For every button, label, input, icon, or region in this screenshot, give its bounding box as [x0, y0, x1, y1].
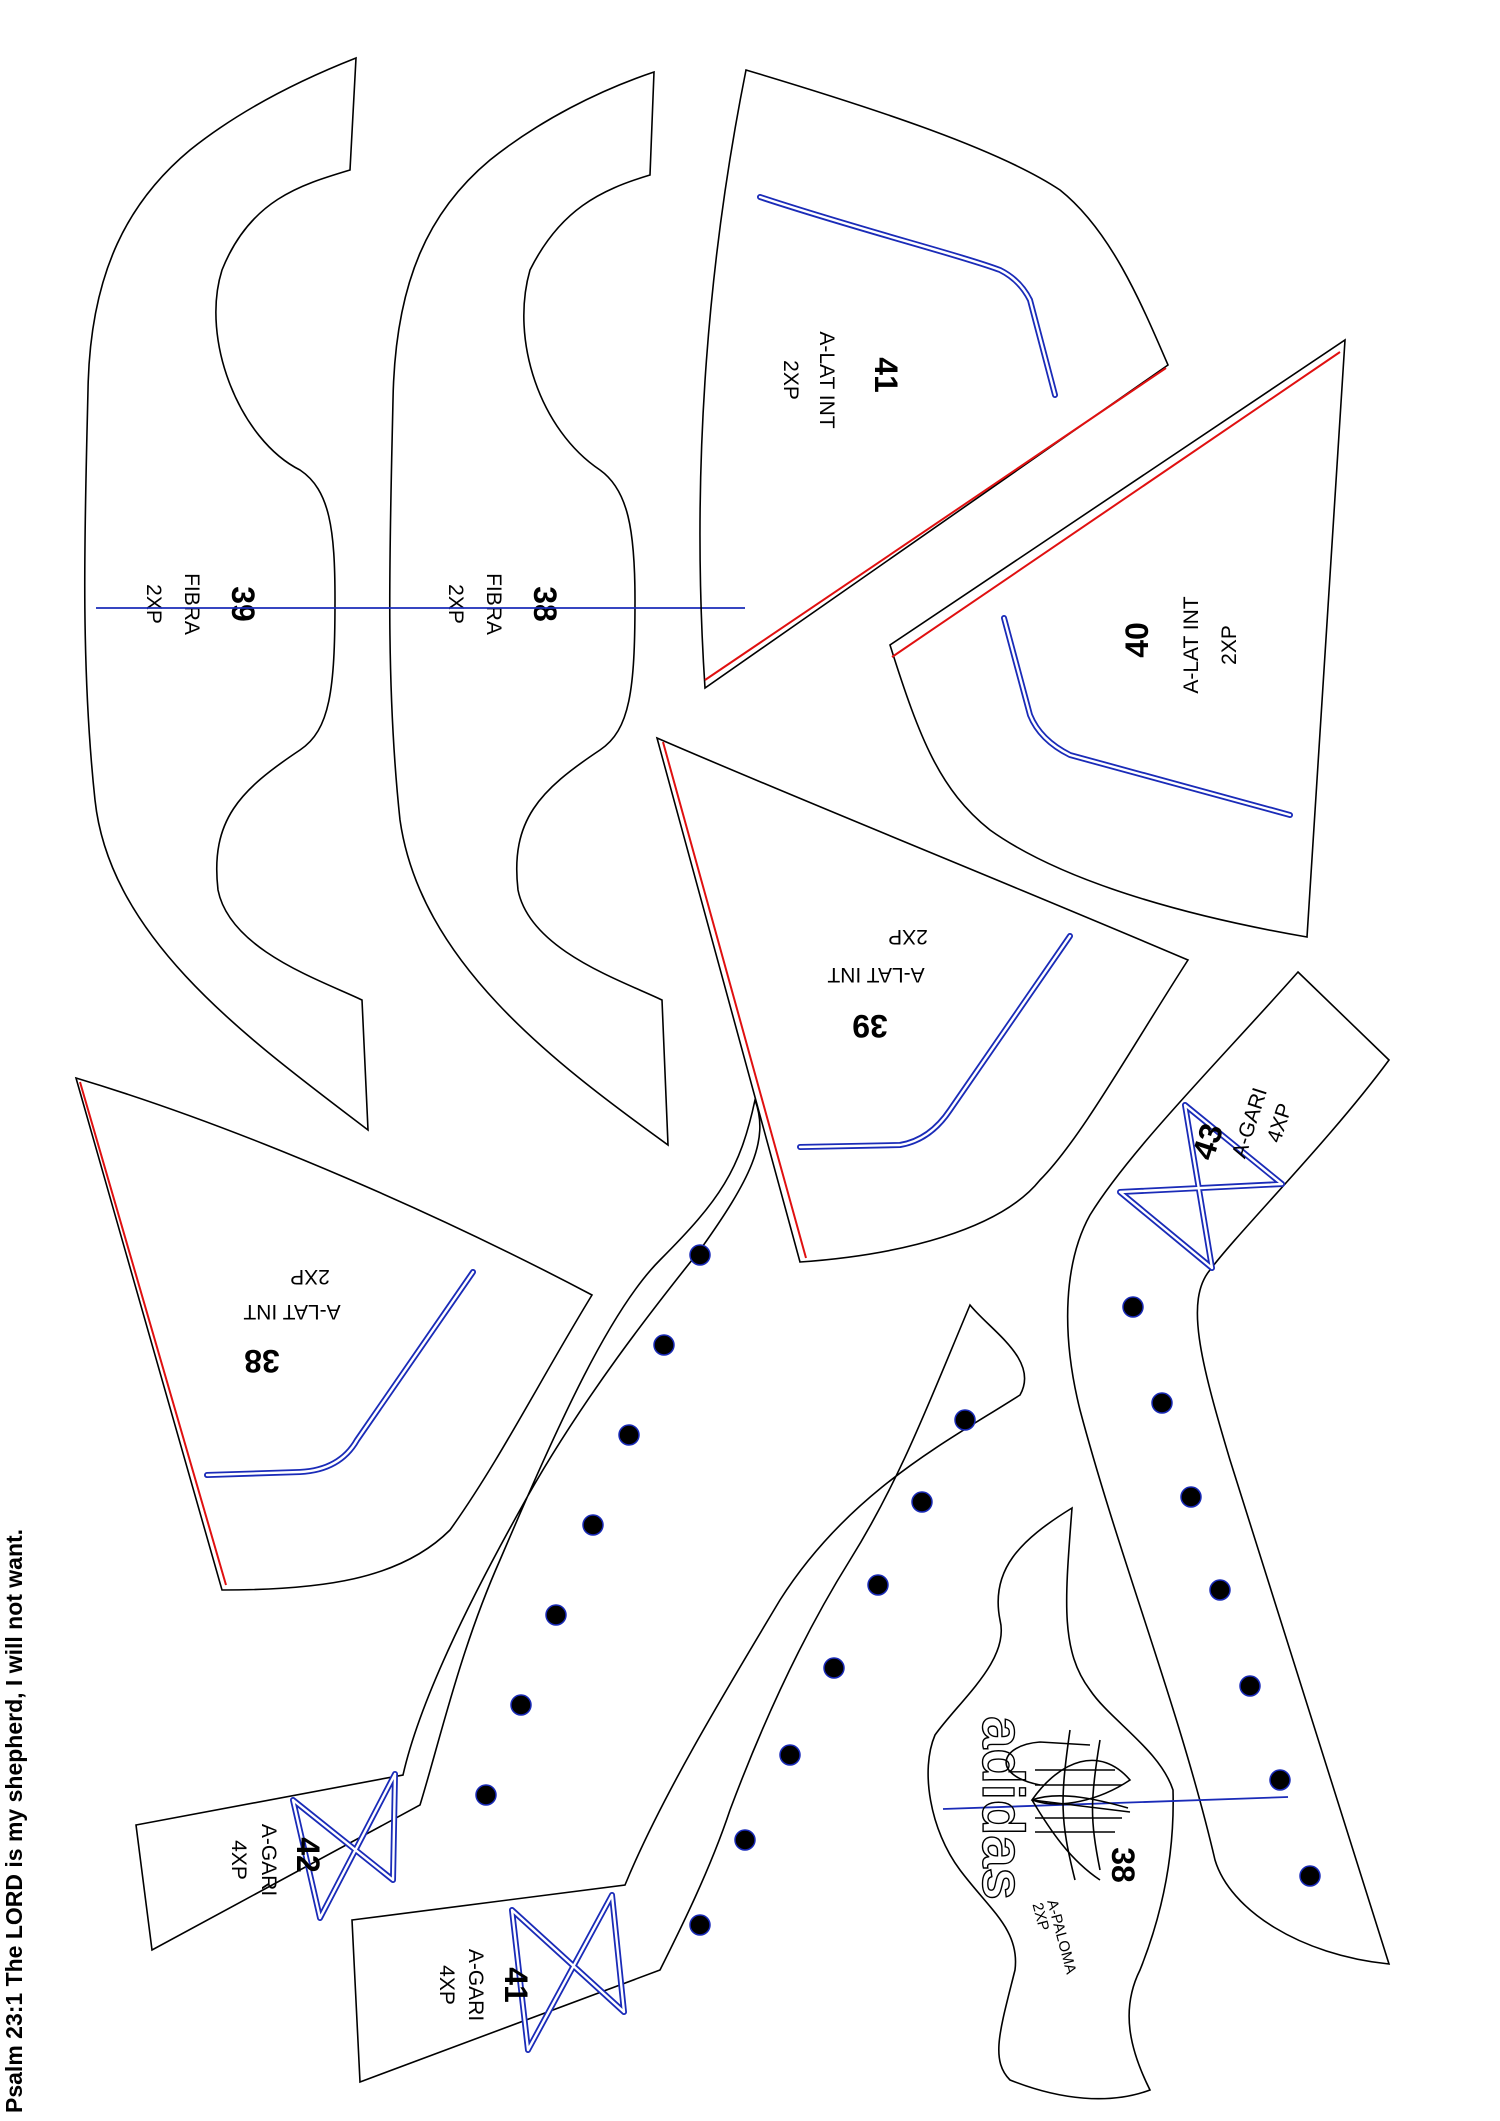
agari-43-name: A-GARI — [1228, 1085, 1272, 1161]
agari-41-name: A-GARI — [464, 1949, 487, 2021]
piece-agari-42: 42 A-GARI 4XP — [135, 1097, 761, 1952]
piece-fibra-39: 39 FIBRA 2XP — [83, 56, 369, 1132]
fibra-38-name: FIBRA — [482, 573, 505, 635]
agari-43-holes — [1122, 1296, 1321, 1887]
alat-40-number: 40 — [1119, 622, 1155, 658]
lace-hole — [823, 1657, 845, 1679]
lace-hole — [1269, 1769, 1291, 1791]
adidas-logo-text: adidas — [970, 1716, 1035, 1900]
alat-41-qty: 2XP — [779, 360, 802, 400]
alat-38-number: 38 — [244, 1343, 280, 1379]
apaloma-center-line — [942, 1796, 1289, 1810]
apaloma-38-qty: 2XP — [1028, 1901, 1052, 1933]
agari-41-qty: 4XP — [435, 1965, 458, 2005]
alat-41-red-edge — [704, 367, 1167, 681]
lace-hole — [689, 1914, 711, 1936]
lace-hole — [779, 1744, 801, 1766]
alat-39-name: A-LAT INT — [827, 963, 924, 986]
piece-agari-43: 43 A-GARI 4XP — [1066, 970, 1391, 1965]
lace-hole — [653, 1334, 675, 1356]
lace-hole — [475, 1784, 497, 1806]
lace-hole — [1239, 1675, 1261, 1697]
alat-40-red-edge — [891, 351, 1341, 658]
fibra-38-qty: 2XP — [444, 584, 467, 624]
fibra-38-number: 38 — [527, 586, 563, 622]
psalm-verse: Psalm 23:1 The LORD is my shepherd, I wi… — [1, 1529, 27, 2113]
lace-hole — [1209, 1579, 1231, 1601]
piece-alat-41: 41 A-LAT INT 2XP — [699, 68, 1169, 690]
alat-41-name: A-LAT INT — [815, 331, 838, 428]
piece-fibra-38: 38 FIBRA 2XP — [388, 70, 669, 1147]
lace-hole — [867, 1574, 889, 1596]
agari-42-qty: 4XP — [227, 1840, 250, 1880]
trefoil-logo-icon — [1005, 1729, 1132, 1881]
agari-42-holes — [475, 1244, 711, 1806]
agari-41-number: 41 — [498, 1967, 534, 2003]
lace-hole — [734, 1829, 756, 1851]
fibra-39-number: 39 — [225, 586, 261, 622]
alat-38-red-edge — [79, 1081, 227, 1586]
fibra-39-qty: 2XP — [142, 584, 165, 624]
lace-hole — [545, 1604, 567, 1626]
lace-hole — [911, 1491, 933, 1513]
alat-39-number: 39 — [852, 1008, 888, 1044]
alat-41-number: 41 — [868, 357, 904, 393]
alat-41-stitch — [757, 194, 1058, 398]
alat-38-qty: 2XP — [290, 1265, 330, 1288]
lace-hole — [1151, 1392, 1173, 1414]
alat-38-name: A-LAT INT — [243, 1300, 340, 1323]
agari-41-holes — [689, 1409, 976, 1936]
lace-hole — [689, 1244, 711, 1266]
piece-alat-40: 40 A-LAT INT 2XP — [889, 338, 1346, 938]
agari-42-name: A-GARI — [257, 1824, 280, 1896]
piece-alat-39: 39 A-LAT INT 2XP — [655, 736, 1190, 1263]
lace-hole — [510, 1694, 532, 1716]
alat-39-red-edge — [662, 741, 807, 1259]
fibra-39-name: FIBRA — [180, 573, 203, 635]
lace-hole — [1180, 1486, 1202, 1508]
lace-hole — [954, 1409, 976, 1431]
lace-hole — [1122, 1296, 1144, 1318]
alat-40-qty: 2XP — [1218, 625, 1241, 665]
agari-43-qty: 4XP — [1263, 1101, 1297, 1146]
lace-hole — [1299, 1865, 1321, 1887]
piece-apaloma-38: adidas 38 A-PALOMA 2XP — [927, 1506, 1289, 2100]
apaloma-38-name: A-PALOMA — [1043, 1898, 1079, 1976]
alat-40-name: A-LAT INT — [1180, 596, 1203, 693]
piece-agari-41: 41 A-GARI 4XP — [351, 1303, 1026, 2084]
piece-alat-38: 38 A-LAT INT 2XP — [74, 1076, 594, 1591]
lace-hole — [582, 1514, 604, 1536]
lace-hole — [618, 1424, 640, 1446]
apaloma-38-number: 38 — [1105, 1847, 1141, 1883]
agari-42-number: 42 — [290, 1837, 326, 1873]
alat-39-qty: 2XP — [888, 925, 928, 948]
